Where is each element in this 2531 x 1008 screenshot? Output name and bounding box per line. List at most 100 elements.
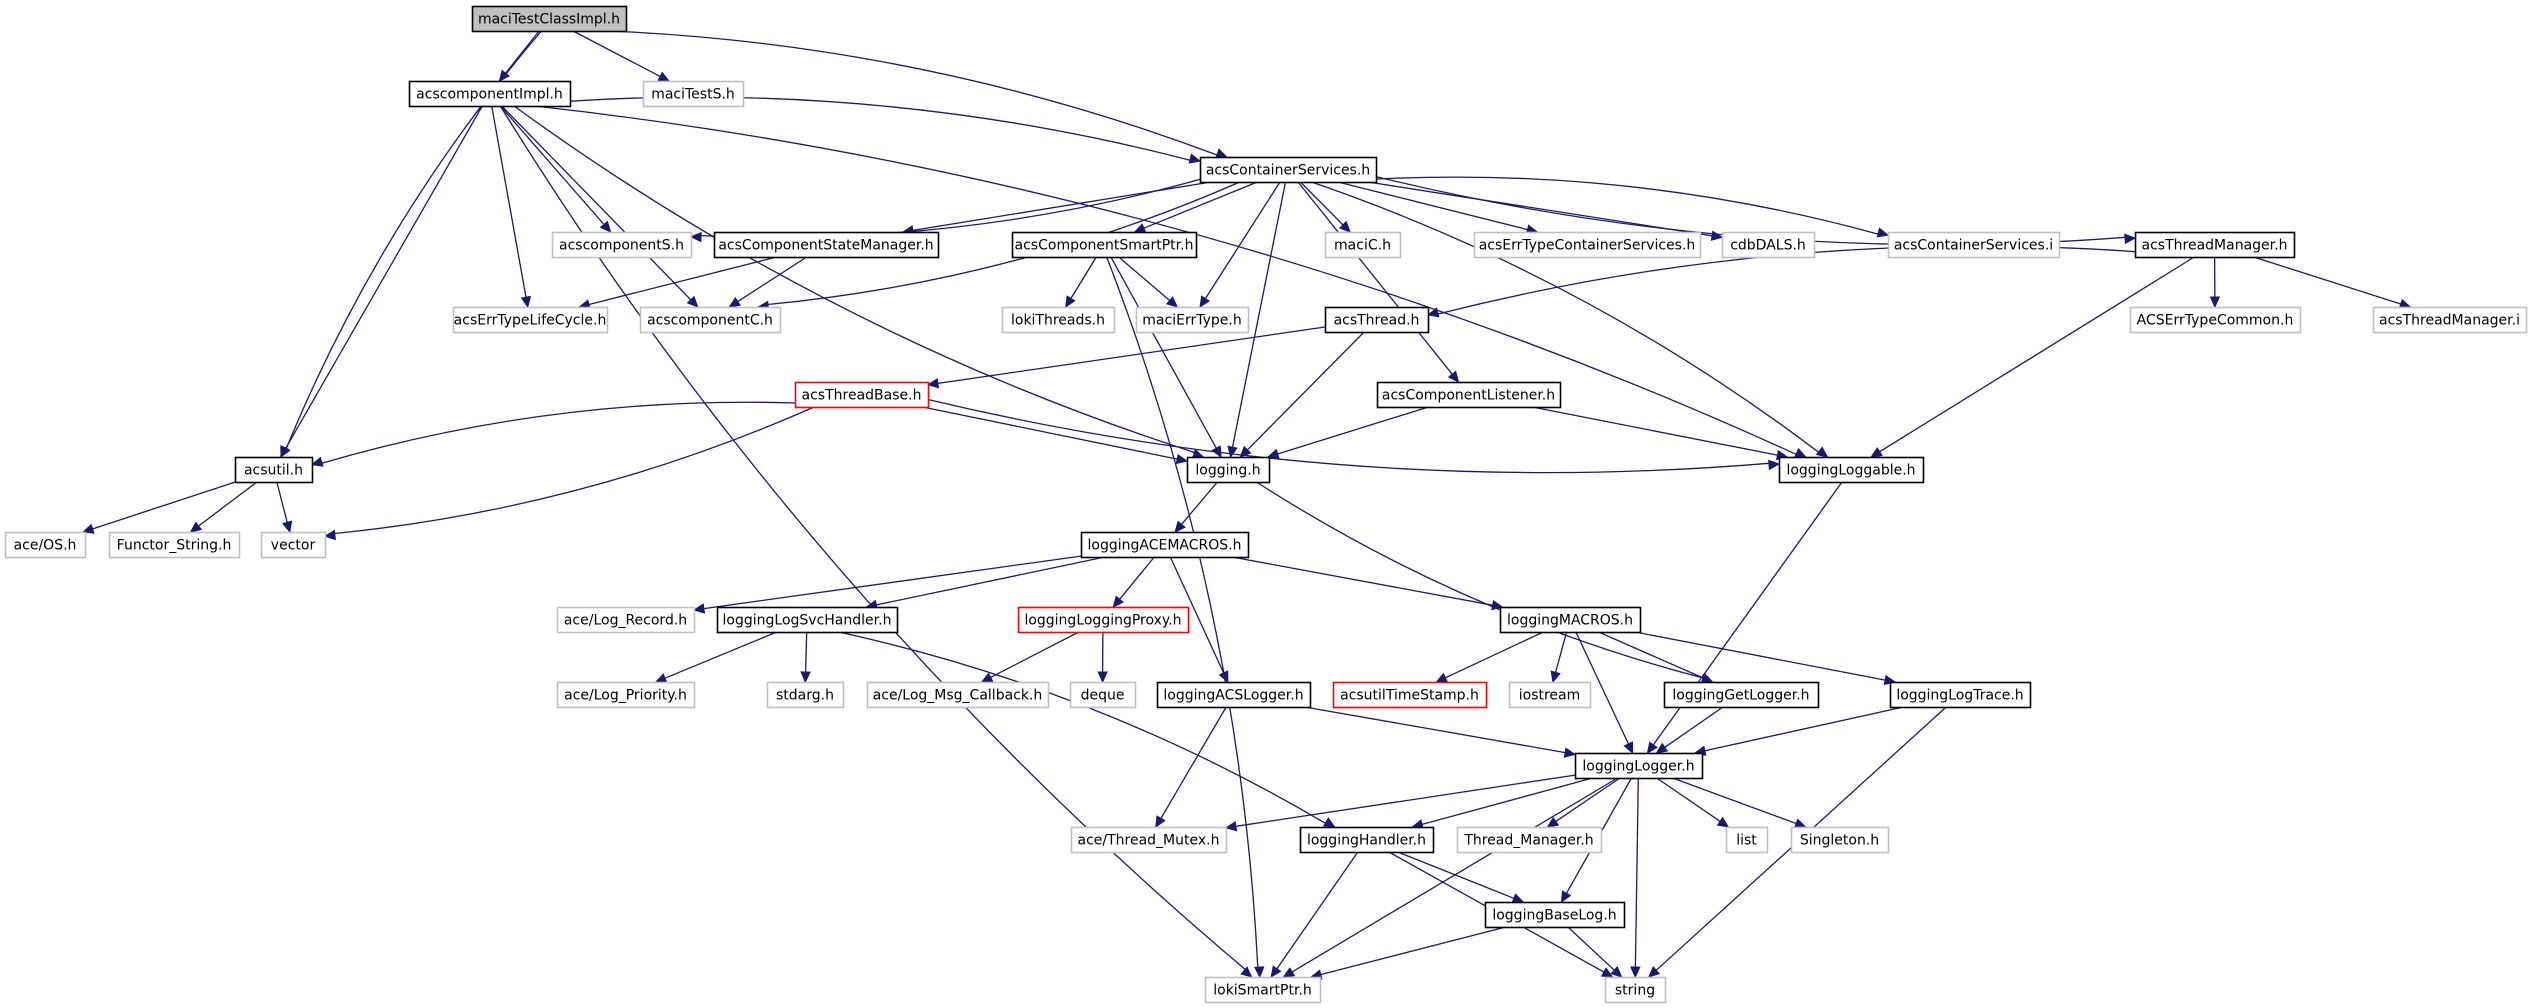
arrowhead-icon bbox=[1550, 670, 1561, 684]
edge-line bbox=[664, 631, 778, 679]
node-label: Functor_String.h bbox=[117, 538, 232, 554]
node-acscomponent-impl[interactable]: acscomponentImpl.h bbox=[408, 80, 572, 108]
arrowhead-icon bbox=[1175, 453, 1189, 465]
arrowhead-icon bbox=[1600, 967, 1614, 978]
node-logging-acslogger[interactable]: loggingACSLogger.h bbox=[1156, 681, 1312, 709]
node-acs-container-services[interactable]: acsContainerServices.h bbox=[1199, 156, 1378, 184]
arrowhead-icon bbox=[1165, 296, 1179, 308]
edge-line bbox=[572, 30, 661, 77]
edge-acscomponent-impl-to-acs-err-type-life-cycle bbox=[491, 105, 532, 309]
node-box bbox=[452, 306, 609, 334]
edge-line bbox=[1119, 556, 1155, 600]
arrowhead-icon bbox=[1338, 220, 1351, 233]
edge-line bbox=[513, 105, 1195, 454]
edge-acscomponent-impl-to-logging-loggable bbox=[534, 105, 1807, 458]
node-label: acsThread.h bbox=[1334, 313, 1420, 329]
edge-line bbox=[276, 481, 288, 523]
node-acs-thread-base[interactable]: acsThreadBase.h bbox=[794, 381, 930, 409]
edge-acs-thread-to-logging bbox=[1239, 331, 1365, 458]
arrowhead-icon bbox=[310, 456, 324, 467]
node-label: loggingBaseLog.h bbox=[1492, 908, 1616, 924]
node-box bbox=[1070, 826, 1228, 854]
edge-line bbox=[1652, 481, 1843, 746]
arrowhead-icon bbox=[1610, 965, 1623, 978]
arrowhead-icon bbox=[1815, 446, 1829, 458]
edge-line bbox=[588, 256, 777, 306]
node-label: string bbox=[1615, 983, 1655, 999]
node-logging-logger[interactable]: loggingLogger.h bbox=[1574, 752, 1704, 780]
node-acs-err-type-container-services: acsErrTypeContainerServices.h bbox=[1473, 231, 1702, 259]
arrowhead-icon bbox=[1155, 815, 1166, 829]
node-acs-component-state-manager[interactable]: acsComponentStateManager.h bbox=[713, 231, 940, 259]
node-logging[interactable]: logging.h bbox=[1186, 456, 1271, 484]
node-logging-base-log[interactable]: loggingBaseLog.h bbox=[1484, 901, 1626, 929]
node-acsutil[interactable]: acsutil.h bbox=[234, 456, 314, 484]
node-acs-thread-manager[interactable]: acsThreadManager.h bbox=[2134, 231, 2296, 259]
edge-line bbox=[321, 401, 796, 464]
edge-acs-container-services-to-acs-component-listener bbox=[1297, 181, 1460, 383]
edge-logging-logger-to-singleton bbox=[1672, 777, 1807, 829]
node-loki-smart-ptr: lokiSmartPtr.h bbox=[1204, 976, 1322, 1004]
node-box bbox=[1725, 826, 1769, 854]
node-logging-logging-proxy[interactable]: loggingLoggingProxy.h bbox=[1017, 606, 1190, 634]
node-label: maciErrType.h bbox=[1142, 313, 1241, 329]
arrowhead-icon bbox=[1647, 965, 1661, 978]
arrowhead-icon bbox=[1174, 520, 1186, 533]
node-logging-macros[interactable]: loggingMACROS.h bbox=[1499, 606, 1642, 634]
arrowhead-icon bbox=[1435, 672, 1448, 683]
edge-logging-loggable-to-logging-logger bbox=[1646, 481, 1843, 754]
arrowhead-icon bbox=[657, 71, 671, 82]
edge-acscomponent-impl-to-acscomponent-c bbox=[501, 105, 699, 308]
edge-logging-acemacros-to-logging-acslogger bbox=[1169, 556, 1229, 684]
node-logging-handler[interactable]: loggingHandler.h bbox=[1299, 826, 1435, 854]
arrowhead-icon bbox=[1270, 965, 1282, 979]
node-label: ace/Thread_Mutex.h bbox=[1078, 833, 1220, 849]
node-box bbox=[1887, 231, 2061, 259]
node-box bbox=[1663, 681, 1820, 709]
edge-logging-acslogger-to-logging-logger bbox=[1304, 706, 1577, 758]
node-box bbox=[1001, 306, 1116, 334]
node-label: acsThreadBase.h bbox=[802, 388, 922, 404]
node-logging-get-logger[interactable]: loggingGetLogger.h bbox=[1663, 681, 1820, 709]
node-label: logging.h bbox=[1195, 463, 1260, 479]
node-logging-loggable[interactable]: loggingLoggable.h bbox=[1778, 456, 1925, 484]
arrowhead-icon bbox=[1655, 742, 1669, 754]
node-acs-component-listener[interactable]: acsComponentListener.h bbox=[1376, 381, 1562, 409]
node-label: deque bbox=[1081, 688, 1125, 704]
edge-line bbox=[1304, 706, 1566, 754]
node-box bbox=[1889, 681, 2032, 709]
node-label: loggingLogSvcHandler.h bbox=[723, 613, 892, 629]
edge-logging-log-trace-to-logging-logger bbox=[1693, 706, 1904, 756]
node-deque: deque bbox=[1069, 681, 1137, 709]
node-logging-log-svc-handler[interactable]: loggingLogSvcHandler.h bbox=[716, 606, 899, 634]
edge-logging-logger-to-thread-manager bbox=[1546, 777, 1621, 828]
node-box bbox=[1778, 456, 1925, 484]
edge-line bbox=[937, 326, 1326, 385]
node-label: vector bbox=[271, 538, 316, 554]
node-singleton: Singleton.h bbox=[1790, 826, 1890, 854]
arrowhead-icon bbox=[81, 523, 95, 534]
node-maci-test-class-impl[interactable]: maciTestClassImpl.h bbox=[471, 5, 628, 33]
node-maci-err-type: maciErrType.h bbox=[1135, 306, 1250, 334]
node-acs-thread[interactable]: acsThread.h bbox=[1324, 306, 1430, 334]
node-acsutil-time-stamp[interactable]: acsutilTimeStamp.h bbox=[1332, 681, 1488, 709]
edge-logging-macros-to-iostream bbox=[1550, 631, 1568, 684]
node-label: acsErrTypeContainerServices.h bbox=[1479, 238, 1696, 254]
nodes-layer: maciTestClassImpl.h acscomponentImpl.h mac… bbox=[4, 5, 2528, 1004]
node-box bbox=[1011, 231, 1198, 259]
node-label: acsContainerServices.i bbox=[1894, 238, 2053, 254]
node-acs-component-smart-ptr[interactable]: acsComponentSmartPtr.h bbox=[1011, 231, 1198, 259]
arrowhead-icon bbox=[1560, 890, 1572, 904]
edge-logging-to-logging-get-logger bbox=[1256, 481, 1714, 685]
node-acserr-type-common: ACSErrTypeCommon.h bbox=[2129, 306, 2302, 334]
node-label: lokiThreads.h bbox=[1011, 313, 1105, 329]
node-box bbox=[1324, 306, 1430, 334]
node-logging-log-trace[interactable]: loggingLogTrace.h bbox=[1889, 681, 2032, 709]
edge-logging-to-logging-acemacros bbox=[1174, 481, 1218, 533]
edge-acs-component-smart-ptr-to-loki-smart-ptr bbox=[1106, 256, 1265, 979]
node-label: acsErrTypeLifeCycle.h bbox=[454, 313, 607, 329]
node-box bbox=[1199, 156, 1378, 184]
node-logging-acemacros[interactable]: loggingACEMACROS.h bbox=[1080, 531, 1250, 559]
arrowhead-icon bbox=[1199, 295, 1211, 309]
node-box bbox=[1156, 681, 1312, 709]
